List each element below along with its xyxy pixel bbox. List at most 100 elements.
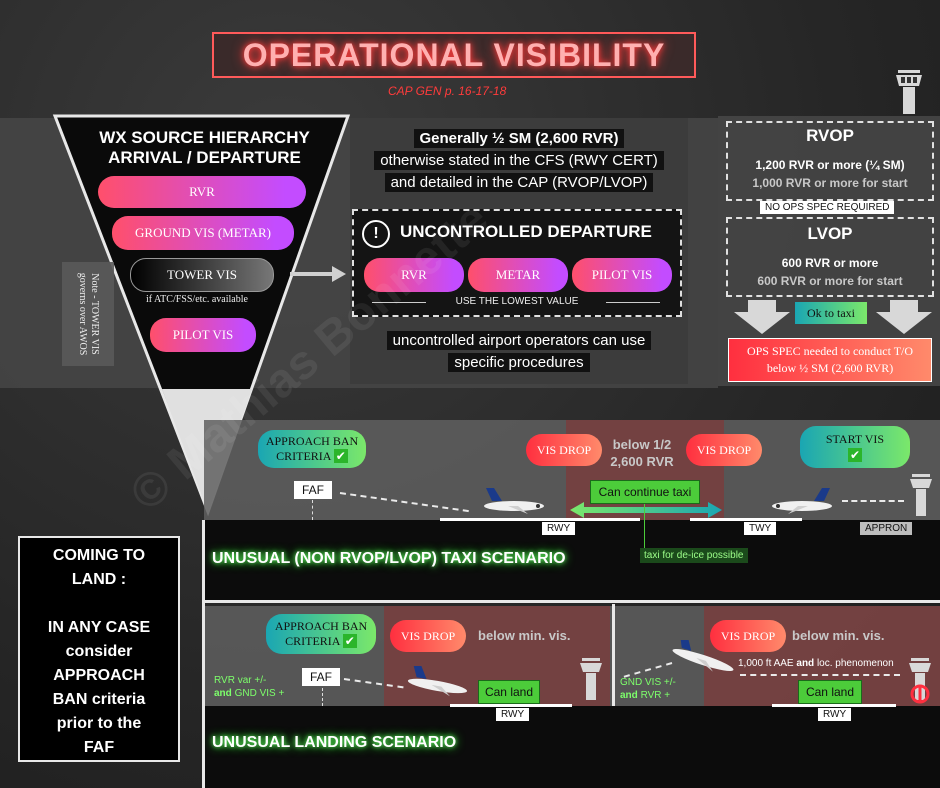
landing-check-icon: ✔ bbox=[342, 634, 357, 648]
deice-note: taxi for de-ice possible bbox=[640, 548, 748, 563]
hierarchy-heading: WX SOURCE HIERARCHY ARRIVAL / DEPARTURE bbox=[62, 128, 347, 168]
landing-approach-ban: APPROACH BAN CRITERIA ✔ bbox=[266, 614, 376, 654]
side-note-line2: governs over AWOS bbox=[77, 272, 88, 356]
can-land-2: Can land bbox=[798, 680, 862, 704]
uncontrolled-rvr: RVR bbox=[364, 258, 464, 292]
landing-note-box: COMING TO LAND : IN ANY CASE consider AP… bbox=[18, 536, 180, 762]
gnd-vis-and: and bbox=[620, 690, 638, 701]
landing-ground bbox=[205, 706, 940, 788]
taxi-scenario-title: UNUSUAL (NON RVOP/LVOP) TAXI SCENARIO bbox=[212, 550, 566, 567]
operators-line1: uncontrolled airport operators can use bbox=[386, 331, 652, 350]
taxi-faf-tag: FAF bbox=[294, 481, 333, 499]
descending-airplane-icon bbox=[672, 640, 734, 672]
ok-to-taxi: Ok to taxi bbox=[795, 302, 867, 324]
divider-right bbox=[606, 302, 660, 303]
side-note: Note - TOWER VIS governs over AWOS bbox=[76, 262, 100, 366]
taxi-faf-line bbox=[312, 500, 313, 520]
title-box: OPERATIONAL VISIBILITY bbox=[212, 32, 696, 78]
landing-vis-drop-2: VIS DROP bbox=[710, 620, 786, 652]
landing-faf-tag: FAF bbox=[302, 668, 341, 686]
check-icon: ✔ bbox=[333, 449, 348, 463]
vertical-divider bbox=[202, 520, 205, 788]
gnd-vis-note: GND VIS +/- and RVR + bbox=[620, 676, 676, 702]
landing-scenario-title: UNUSUAL LANDING SCENARIO bbox=[212, 734, 457, 751]
landing-note-line1: COMING TO bbox=[52, 547, 146, 564]
landing-note-spacer bbox=[20, 592, 178, 616]
taxi-runway-line bbox=[440, 518, 640, 521]
rvr-var-note: RVR var +/- and GND VIS + bbox=[214, 674, 284, 700]
side-note-line1: Note - TOWER VIS bbox=[89, 273, 100, 355]
landing-approach-ban-line1: APPROACH BAN bbox=[274, 619, 368, 633]
taxi-below-line2: 2,600 RVR bbox=[610, 454, 674, 469]
aae-note-b: and bbox=[796, 658, 815, 669]
taxi-vis-drop-1: VIS DROP bbox=[526, 434, 602, 466]
rvr-var-rest: GND VIS + bbox=[234, 688, 285, 699]
general-line3: and detailed in the CAP (RVOP/LVOP) bbox=[384, 173, 654, 192]
uncontrolled-title: UNCONTROLLED DEPARTURE bbox=[400, 222, 652, 241]
section-divider bbox=[202, 600, 940, 603]
hierarchy-heading-line2: ARRIVAL / DEPARTURE bbox=[108, 148, 301, 167]
landing-note-line8: FAF bbox=[83, 739, 115, 756]
taxi-twy-tag: TWY bbox=[744, 522, 777, 535]
landing-runway-line-2 bbox=[772, 704, 896, 707]
rvr-var-line1: RVR var +/- bbox=[214, 675, 267, 686]
deice-line bbox=[644, 504, 645, 548]
start-vis-label: START VIS bbox=[825, 432, 885, 446]
apron-dash bbox=[842, 500, 904, 502]
taxi-below-line1: below 1/2 bbox=[612, 437, 672, 452]
aae-dash bbox=[740, 674, 900, 676]
hierarchy-heading-line1: WX SOURCE HIERARCHY bbox=[99, 128, 310, 147]
uncontrolled-pilot-vis: PILOT VIS bbox=[572, 258, 672, 292]
aae-note-a: 1,000 ft AAE bbox=[738, 658, 794, 669]
rvop-line1: 1,200 RVR or more (¼ SM) bbox=[755, 158, 905, 172]
hierarchy-pilot-vis: PILOT VIS bbox=[150, 318, 256, 352]
gnd-vis-line1: GND VIS +/- bbox=[620, 677, 676, 688]
taxi-approach-ban-line2-text: CRITERIA bbox=[276, 449, 331, 463]
taxi-taxiway-line bbox=[690, 518, 802, 521]
operators-line2: specific procedures bbox=[448, 353, 590, 372]
rvr-var-line2: and GND VIS + bbox=[214, 687, 284, 700]
airplane-icon bbox=[484, 488, 544, 514]
landing-note-line4: consider bbox=[65, 643, 133, 660]
can-continue-taxi: Can continue taxi bbox=[590, 480, 700, 504]
landing-split-divider bbox=[612, 604, 615, 708]
can-land-1: Can land bbox=[478, 680, 540, 704]
landing-tower-closed-icon bbox=[909, 658, 931, 704]
control-tower-icon bbox=[896, 70, 922, 114]
landing-approach-ban-line2: CRITERIA ✔ bbox=[285, 634, 357, 649]
arrow-down-right-icon bbox=[876, 300, 932, 334]
taxi-rwy-tag: RWY bbox=[542, 522, 576, 535]
aae-note: 1,000 ft AAE and loc. phenomenon bbox=[738, 658, 894, 669]
landing-rwy-tag-2: RWY bbox=[818, 708, 852, 721]
lvop-box bbox=[726, 217, 934, 297]
landing-tower-icon-1 bbox=[580, 658, 602, 700]
hierarchy-tower-vis: TOWER VIS bbox=[130, 258, 274, 292]
rvop-title: RVOP bbox=[806, 126, 854, 145]
page-title: OPERATIONAL VISIBILITY bbox=[242, 36, 666, 73]
taxi-approach-ban: APPROACH BAN CRITERIA ✔ bbox=[258, 430, 366, 468]
landing-airplane-icon bbox=[407, 666, 468, 697]
landing-note-line2: LAND : bbox=[71, 571, 127, 588]
landing-runway-line-1 bbox=[450, 704, 572, 707]
lowest-value-note: USE THE LOWEST VALUE bbox=[455, 296, 579, 307]
arrow-right-icon bbox=[290, 266, 346, 282]
hierarchy-rvr: RVR bbox=[98, 176, 306, 208]
gnd-vis-rest: RVR + bbox=[640, 690, 671, 701]
taxi-vis-drop-2: VIS DROP bbox=[686, 434, 762, 466]
landing-vis-drop-1: VIS DROP bbox=[390, 620, 466, 652]
ops-spec-box: OPS SPEC needed to conduct T/O below ½ S… bbox=[728, 338, 932, 382]
taxi-approach-ban-line2: CRITERIA ✔ bbox=[276, 449, 348, 464]
landing-approach-ban-line2-text: CRITERIA bbox=[285, 634, 340, 648]
warning-icon: ! bbox=[362, 220, 390, 248]
landing-note-line3: IN ANY CASE bbox=[47, 619, 151, 636]
rvr-var-and: and bbox=[214, 688, 232, 699]
uncontrolled-metar: METAR bbox=[468, 258, 568, 292]
arrow-down-left-icon bbox=[734, 300, 790, 334]
departure-general: Generally ½ SM (2,600 RVR) otherwise sta… bbox=[350, 128, 688, 194]
hierarchy-ground-vis: GROUND VIS (METAR) bbox=[112, 216, 294, 250]
page-subtitle: CAP GEN p. 16-17-18 bbox=[388, 84, 507, 98]
general-line2: otherwise stated in the CFS (RWY CERT) bbox=[374, 151, 664, 170]
side-note-box: Note - TOWER VIS governs over AWOS bbox=[62, 262, 114, 366]
taxi-below: below 1/2 2,600 RVR bbox=[602, 436, 682, 470]
landing-rwy-tag-1: RWY bbox=[496, 708, 530, 721]
